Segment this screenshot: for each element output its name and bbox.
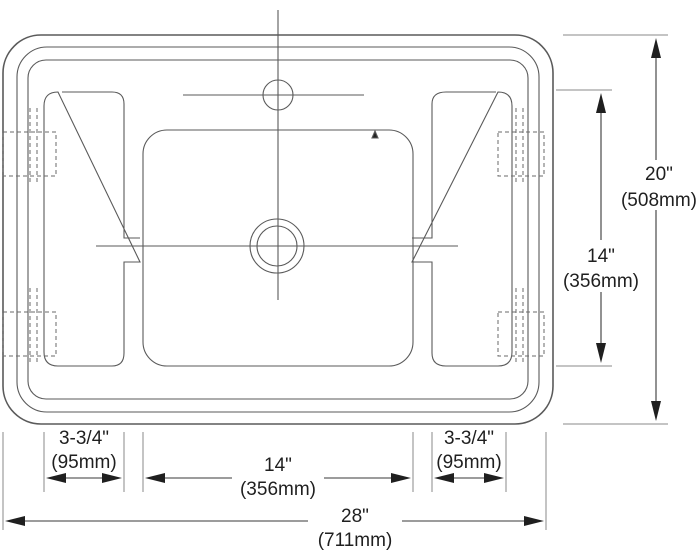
right-ledge-metric: (95mm)	[436, 452, 501, 473]
dimension-right-ledge: 3-3/4" (95mm)	[431, 428, 507, 492]
bowl-slope-marker	[371, 129, 379, 139]
dimension-bowl-depth: 14" (356mm)	[556, 89, 644, 367]
bowl-width-imperial: 14"	[264, 455, 292, 476]
dimension-bowl-width: 14" (356mm)	[142, 432, 414, 504]
left-ledge-imperial: 3-3/4"	[59, 428, 109, 449]
overall-width-metric: (711mm)	[318, 530, 393, 551]
overall-width-imperial: 28"	[341, 506, 369, 527]
left-ledge	[43, 91, 141, 367]
clip-bottom-left	[2, 311, 57, 357]
dimension-left-ledge: 3-3/4" (95mm)	[43, 428, 125, 492]
overall-depth-imperial: 20"	[645, 164, 673, 185]
bowl-depth-metric: (356mm)	[563, 271, 639, 292]
dimension-overall-depth: 20" (508mm)	[563, 34, 700, 425]
right-ledge	[411, 91, 513, 367]
bowl-width-metric: (356mm)	[240, 479, 316, 500]
mounting-clips	[2, 108, 545, 364]
dimension-overall-width: 28" (711mm)	[2, 432, 547, 556]
clip-top-left	[2, 131, 57, 177]
right-ledge-imperial: 3-3/4"	[444, 428, 494, 449]
clip-bottom-right	[497, 311, 545, 357]
sink-top-view	[2, 10, 554, 425]
left-ledge-metric: (95mm)	[51, 452, 116, 473]
bowl-depth-imperial: 14"	[587, 246, 615, 267]
clip-top-right	[497, 131, 545, 177]
overall-depth-metric: (508mm)	[621, 190, 697, 211]
